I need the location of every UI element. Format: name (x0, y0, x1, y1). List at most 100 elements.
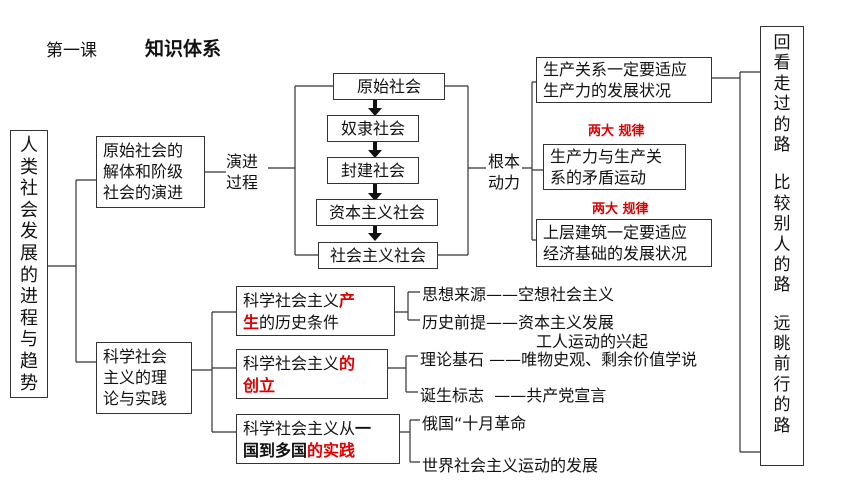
root-chars-char: 与 (20, 329, 38, 351)
branch-primitive-society-box: 原始社会的 解体和阶级 社会的演进 (96, 136, 205, 208)
theoretical-cornerstone-row: 理论基石 ——唯物史观、剩余价值学说 (420, 346, 697, 370)
root-chars-char: 人 (20, 135, 38, 156)
root-chars-char: 类 (20, 156, 38, 178)
right-chars-char: 的 (773, 395, 791, 416)
law3-line2: 经济基础的发展状况 (543, 243, 688, 263)
society-slave: 奴隶社会 (327, 115, 419, 142)
society-socialist: 社会主义社会 (318, 242, 438, 269)
branch1-line1: 原始社会的 (103, 141, 184, 160)
evolution-process-label: 演进 过程 (226, 152, 258, 194)
birth-mark-label: 诞生标志 (420, 386, 485, 405)
sub3-text-d: 的实践 (307, 440, 356, 460)
right-chars-char: 较 (773, 193, 791, 214)
root-chars-char: 的 (20, 264, 38, 286)
two-laws-tag-2: 两大 规律 (592, 202, 649, 217)
two-laws-tag-1: 两大 规律 (588, 124, 645, 139)
root-chars-char: 展 (20, 242, 38, 264)
right-chars-char: 路 (773, 275, 791, 296)
birth-mark-row: 诞生标志 ——共产党宣言 (420, 382, 606, 406)
law-production-relations-box: 生产关系一定要适应 生产力的发展状况 (536, 57, 712, 103)
root-chars-char: 程 (20, 307, 38, 329)
sub-historical-conditions-box: 科学社会主义产 生的历史条件 (236, 286, 395, 336)
root-chars-char: 发 (20, 221, 38, 243)
sub3-text-a: 科学社会主义从 (243, 419, 356, 438)
sub2-text-c: 创立 (243, 375, 276, 395)
dash: —— (486, 285, 519, 304)
right-chars-char (779, 296, 784, 314)
historical-premise-row: 历史前提——资本主义发展 (422, 309, 614, 333)
root-chars-char: 社 (20, 178, 38, 200)
sub1-text-d: 的历史条件 (259, 312, 340, 332)
right-chars-char: 路 (773, 415, 791, 436)
dash: —— (494, 386, 527, 405)
sub3-text-c: 国到多国 (243, 440, 308, 460)
right-summary-box: 回看走过的路 比较别人的路 远眺前行的路 (760, 26, 804, 466)
sub2-text-b: 的 (339, 354, 356, 373)
society-capitalist: 资本主义社会 (316, 199, 438, 226)
law-contradiction-box: 生产力与生产关 系的矛盾运动 (543, 144, 686, 190)
law-superstructure-box: 上层建筑一定要适应 经济基础的发展状况 (536, 219, 712, 267)
right-chars-char: 的 (773, 114, 791, 135)
october-revolution: 俄国“十月革命 (422, 414, 527, 433)
ideological-source-label: 思想来源 (422, 285, 487, 304)
right-chars-char: 远 (773, 313, 791, 334)
communist-manifesto: 共产党宣言 (526, 386, 607, 405)
branch2-line1: 科学社会 (103, 347, 168, 366)
workers-movement: 工人运动的兴起 (536, 332, 649, 351)
root-chars-char: 会 (20, 199, 38, 221)
historical-premise-label: 历史前提 (422, 313, 487, 332)
branch2-line2: 主义的理 (103, 367, 168, 387)
motive-line2: 动力 (488, 172, 521, 192)
branch2-line3: 论与实践 (103, 388, 168, 408)
right-chars-char: 眺 (773, 334, 791, 355)
branch-scientific-socialism-box: 科学社会 主义的理 论与实践 (96, 342, 192, 414)
motive-line1: 根本 (488, 152, 521, 171)
dash: —— (486, 313, 519, 332)
right-summary-text: 回看走过的路 比较别人的路 远眺前行的路 (761, 33, 803, 436)
capitalism-development: 资本主义发展 (518, 313, 615, 332)
society-feudal: 封建社会 (327, 157, 419, 184)
right-chars-char: 的 (773, 254, 791, 275)
law1-line2: 生产力的发展状况 (543, 80, 672, 100)
right-chars-char: 走 (773, 73, 791, 94)
right-chars-char: 路 (773, 134, 791, 155)
right-chars-char (779, 155, 784, 173)
lesson-number: 第一课 (46, 41, 97, 61)
sub-practice-box: 科学社会主义从一 国到多国的实践 (236, 414, 400, 464)
root-topic-box: 人类社会发展的进程与趋势 (10, 130, 48, 398)
right-chars-char: 看 (773, 53, 791, 74)
right-chars-char: 比 (773, 173, 791, 194)
sub-founding-box: 科学社会主义的 创立 (236, 349, 388, 399)
process-line1: 演进 (226, 152, 259, 171)
right-chars-char: 行 (773, 374, 791, 395)
law3-line1: 上层建筑一定要适应 (543, 223, 688, 242)
sub3-text-b: 一 (355, 419, 372, 438)
page-title: 知识体系 (145, 38, 222, 60)
right-chars-char: 人 (773, 234, 791, 255)
root-chars-char: 进 (20, 286, 38, 308)
sub1-text-a: 科学社会主义 (243, 291, 340, 310)
branch1-line2: 解体和阶级 (103, 161, 184, 181)
sub1-text-b: 产 (339, 291, 356, 310)
utopian-socialism: 空想社会主义 (518, 285, 615, 304)
process-line2: 过程 (226, 172, 259, 192)
root-chars-char: 趋 (20, 350, 38, 372)
root-topic-text: 人类社会发展的进程与趋势 (11, 135, 47, 394)
historical-materialism-surplus-value: 唯物史观、剩余价值学说 (521, 350, 698, 369)
right-chars-char: 前 (773, 354, 791, 375)
fundamental-motive-label: 根本 动力 (488, 152, 520, 194)
law2-line1: 生产力与生产关 (550, 147, 663, 166)
world-socialist-movement: 世界社会主义运动的发展 (422, 456, 599, 475)
right-chars-char: 回 (773, 33, 791, 53)
law1-line1: 生产关系一定要适应 (543, 60, 688, 79)
sub2-text-a: 科学社会主义 (243, 354, 340, 373)
dash: —— (489, 350, 522, 369)
law2-line2: 系的矛盾运动 (550, 167, 647, 187)
sub1-text-c: 生 (243, 312, 260, 332)
right-chars-char: 别 (773, 214, 791, 235)
ideological-source-row: 思想来源——空想社会主义 (422, 281, 614, 305)
society-primitive: 原始社会 (333, 73, 445, 100)
root-chars-char: 势 (20, 372, 38, 394)
right-chars-char: 过 (773, 94, 791, 115)
